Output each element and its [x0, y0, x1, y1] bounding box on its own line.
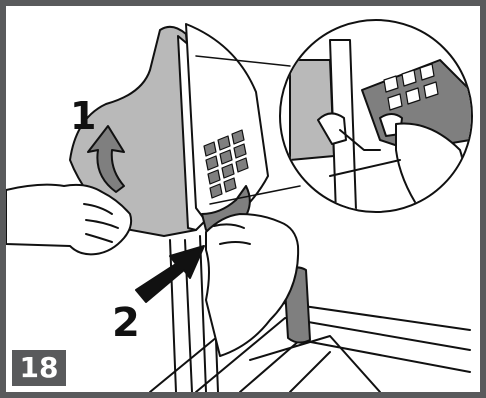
detail-magnifier [280, 20, 480, 214]
base-rails [150, 300, 470, 392]
step-badge: 18 [12, 350, 66, 386]
callout-label-1: 1 [70, 94, 96, 138]
step-drawing [6, 6, 480, 392]
step-number: 18 [12, 350, 66, 386]
right-hand [206, 214, 298, 356]
callout-label-2: 2 [112, 300, 140, 346]
